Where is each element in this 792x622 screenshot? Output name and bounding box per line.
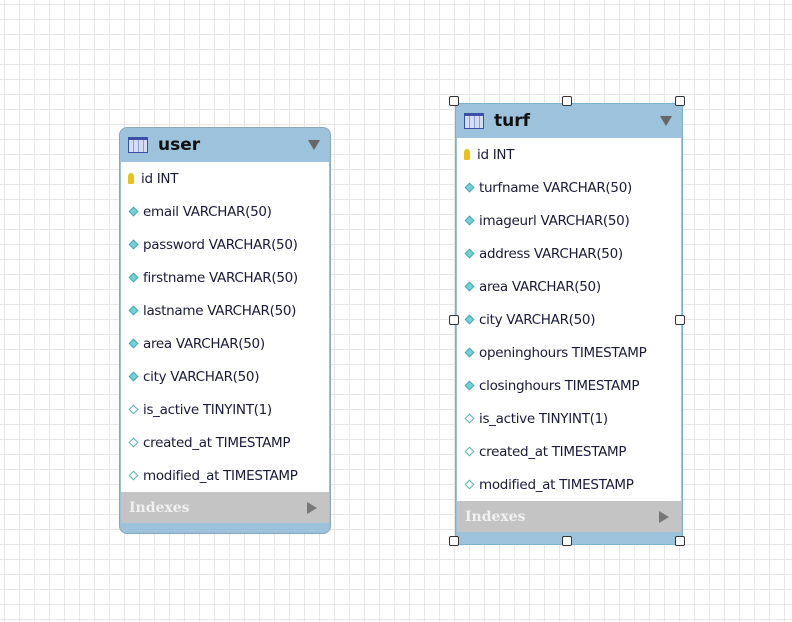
column-label: is_active TINYINT(1) [479, 410, 608, 427]
table-icon [464, 113, 484, 129]
column-row[interactable]: closinghours TIMESTAMP [457, 369, 681, 402]
column-row[interactable]: id INT [457, 138, 681, 171]
primary-key-icon [128, 173, 134, 184]
collapse-toggle-icon[interactable] [308, 140, 320, 150]
column-row[interactable]: created_at TIMESTAMP [457, 435, 681, 468]
table-header[interactable]: user [120, 128, 330, 162]
column-notnull-icon [464, 182, 475, 193]
resize-handle[interactable] [562, 96, 572, 106]
column-label: closinghours TIMESTAMP [479, 377, 640, 394]
column-nullable-icon [128, 437, 139, 448]
column-label: city VARCHAR(50) [479, 311, 596, 328]
column-row[interactable]: city VARCHAR(50) [457, 303, 681, 336]
column-label: lastname VARCHAR(50) [143, 302, 297, 319]
column-row[interactable]: modified_at TIMESTAMP [121, 459, 329, 492]
indexes-label: Indexes [465, 508, 526, 525]
column-row[interactable]: city VARCHAR(50) [121, 360, 329, 393]
column-row[interactable]: id INT [121, 162, 329, 195]
column-row[interactable]: lastname VARCHAR(50) [121, 294, 329, 327]
column-label: turfname VARCHAR(50) [479, 179, 632, 196]
column-label: modified_at TIMESTAMP [143, 467, 298, 484]
expand-arrow-icon[interactable] [659, 511, 669, 523]
primary-key-icon [464, 149, 470, 160]
indexes-section[interactable]: Indexes [121, 492, 329, 523]
column-label: id INT [141, 170, 179, 187]
table-turf[interactable]: turf id INT turfname VARCHAR(50) imageurl … [455, 103, 683, 545]
table-name: turf [494, 111, 531, 131]
column-row[interactable]: turfname VARCHAR(50) [457, 171, 681, 204]
table-header[interactable]: turf [456, 104, 682, 138]
indexes-section[interactable]: Indexes [457, 501, 681, 532]
column-label: email VARCHAR(50) [143, 203, 272, 220]
indexes-label: Indexes [129, 499, 190, 516]
resize-handle[interactable] [675, 96, 685, 106]
column-row[interactable]: is_active TINYINT(1) [457, 402, 681, 435]
column-row[interactable]: created_at TIMESTAMP [121, 426, 329, 459]
column-label: area VARCHAR(50) [143, 335, 265, 352]
resize-handle[interactable] [562, 536, 572, 546]
column-notnull-icon [128, 338, 139, 349]
column-notnull-icon [464, 281, 475, 292]
column-notnull-icon [128, 239, 139, 250]
resize-handle[interactable] [675, 315, 685, 325]
column-label: area VARCHAR(50) [479, 278, 601, 295]
column-notnull-icon [128, 305, 139, 316]
column-label: created_at TIMESTAMP [143, 434, 291, 451]
column-row[interactable]: email VARCHAR(50) [121, 195, 329, 228]
column-label: openinghours TIMESTAMP [479, 344, 647, 361]
column-nullable-icon [128, 404, 139, 415]
table-name: user [158, 135, 201, 155]
column-notnull-icon [128, 272, 139, 283]
column-row[interactable]: address VARCHAR(50) [457, 237, 681, 270]
resize-handle[interactable] [449, 96, 459, 106]
column-row[interactable]: is_active TINYINT(1) [121, 393, 329, 426]
column-notnull-icon [464, 215, 475, 226]
column-nullable-icon [128, 470, 139, 481]
column-notnull-icon [128, 206, 139, 217]
column-nullable-icon [464, 479, 475, 490]
column-label: city VARCHAR(50) [143, 368, 260, 385]
column-label: imageurl VARCHAR(50) [479, 212, 630, 229]
column-row[interactable]: password VARCHAR(50) [121, 228, 329, 261]
column-row[interactable]: imageurl VARCHAR(50) [457, 204, 681, 237]
column-label: is_active TINYINT(1) [143, 401, 272, 418]
resize-handle[interactable] [449, 315, 459, 325]
column-notnull-icon [128, 371, 139, 382]
column-label: modified_at TIMESTAMP [479, 476, 634, 493]
table-user[interactable]: user id INT email VARCHAR(50) password VAR… [119, 127, 331, 534]
column-label: firstname VARCHAR(50) [143, 269, 298, 286]
column-label: password VARCHAR(50) [143, 236, 298, 253]
collapse-toggle-icon[interactable] [660, 116, 672, 126]
column-nullable-icon [464, 413, 475, 424]
column-notnull-icon [464, 380, 475, 391]
column-notnull-icon [464, 314, 475, 325]
column-row[interactable]: modified_at TIMESTAMP [457, 468, 681, 501]
expand-arrow-icon[interactable] [307, 502, 317, 514]
column-label: id INT [477, 146, 515, 163]
column-row[interactable]: firstname VARCHAR(50) [121, 261, 329, 294]
column-label: created_at TIMESTAMP [479, 443, 627, 460]
resize-handle[interactable] [675, 536, 685, 546]
column-nullable-icon [464, 446, 475, 457]
column-label: address VARCHAR(50) [479, 245, 623, 262]
resize-handle[interactable] [449, 536, 459, 546]
table-icon [128, 137, 148, 153]
table-footer [120, 523, 330, 533]
column-notnull-icon [464, 347, 475, 358]
column-row[interactable]: area VARCHAR(50) [121, 327, 329, 360]
column-row[interactable]: openinghours TIMESTAMP [457, 336, 681, 369]
column-row[interactable]: area VARCHAR(50) [457, 270, 681, 303]
column-notnull-icon [464, 248, 475, 259]
